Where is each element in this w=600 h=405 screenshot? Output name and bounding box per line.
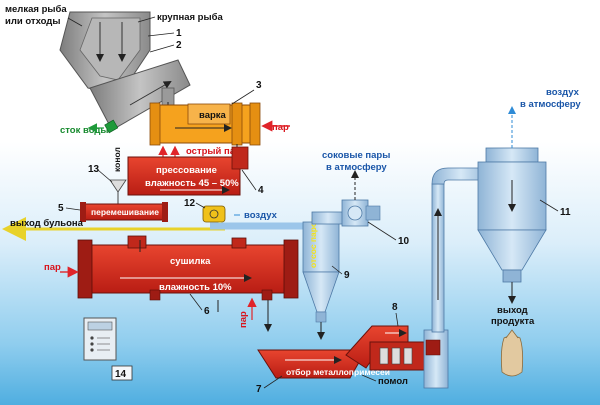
label-moisture-press: влажность 45 – 50% <box>145 178 239 189</box>
label-steam-cooker: пар <box>272 122 289 133</box>
grinding-mill <box>345 325 427 371</box>
label-steam-bottom: пар <box>238 311 249 328</box>
label-steam-dryer: пар <box>44 262 61 273</box>
number-3: 3 <box>256 80 262 91</box>
mixer <box>80 202 168 222</box>
label-mixing: перемешивание <box>91 207 159 217</box>
label-cooking: варка <box>199 110 227 121</box>
dryer <box>77 235 299 301</box>
leader-large-fish <box>137 16 156 23</box>
press <box>127 146 249 196</box>
number-9: 9 <box>344 270 350 281</box>
product-cyclone <box>477 106 547 304</box>
label-product-exit-1: выход <box>497 305 528 316</box>
label-air-atmosphere-2: в атмосферу <box>520 99 581 110</box>
number-5: 5 <box>58 203 64 214</box>
label-sap-vapors-2: в атмосферу <box>326 162 387 173</box>
number-11: 11 <box>560 207 571 218</box>
number-10: 10 <box>398 236 410 247</box>
number-4: 4 <box>258 185 264 196</box>
loading-hopper <box>59 11 151 96</box>
label-product-exit-2: продукта <box>491 316 535 327</box>
number-7: 7 <box>256 384 262 395</box>
label-water-drain: сток воды <box>60 125 109 136</box>
label-grinding: помол <box>378 376 408 387</box>
air-cyclone <box>302 221 340 340</box>
label-metal-removal: отбор металлопримесей <box>286 367 390 377</box>
label-small-fish-2: или отходы <box>5 16 60 27</box>
label-small-fish-1: мелкая рыба <box>5 4 67 15</box>
konol-funnel <box>109 179 127 206</box>
label-air: воздух <box>244 210 278 221</box>
metal-separator-conveyor <box>257 349 367 379</box>
label-sap-vapors-1: соковые пары <box>322 150 390 161</box>
label-large-fish: крупная рыба <box>157 12 223 23</box>
number-2: 2 <box>176 40 182 51</box>
exhaust-fan <box>311 170 381 227</box>
number-1: 1 <box>176 28 182 39</box>
label-konol: конол <box>112 147 122 172</box>
number-6: 6 <box>204 306 210 317</box>
number-13: 13 <box>88 164 100 175</box>
label-air-suction-1: отсос паров <box>308 217 318 268</box>
label-moisture-dry: влажность 10% <box>159 282 232 293</box>
label-air-atmosphere-1: воздух <box>546 87 580 98</box>
number-8: 8 <box>392 302 398 313</box>
label-pressing: прессование <box>156 165 217 176</box>
inclined-conveyor <box>89 59 191 134</box>
label-broth-exit: выход бульона <box>10 218 84 229</box>
leader-small-fish <box>67 17 83 27</box>
cooker <box>149 102 261 146</box>
number-14: 14 <box>115 369 127 380</box>
label-dryer: сушилка <box>170 256 211 267</box>
label-live-steam: острый пар <box>186 146 241 157</box>
product-sack-icon <box>500 329 524 377</box>
pump <box>202 205 226 223</box>
pneumatic-pipe <box>423 167 491 389</box>
number-12: 12 <box>184 198 196 209</box>
control-panel <box>83 317 117 361</box>
